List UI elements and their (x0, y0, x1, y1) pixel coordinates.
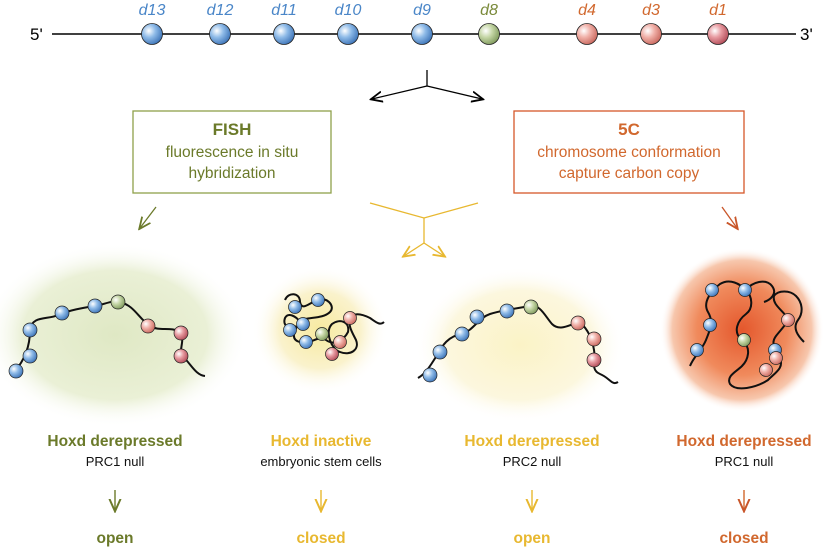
panel-subtitle: PRC1 null (715, 454, 774, 469)
gene-label-d4: d4 (578, 2, 596, 19)
panel-halo (415, 267, 625, 423)
hoxd-locus: 5' 3' d13 d12 d11 d10 d9 d8 d4 d3 d1 (30, 2, 813, 45)
gene-label-d13: d13 (139, 2, 166, 19)
panel-fish-prc2 (415, 267, 625, 423)
panel-es-cells (252, 266, 388, 394)
panel-title: Hoxd derepressed (464, 433, 599, 450)
panel-5c-prc1 (660, 248, 824, 412)
panel-subtitle: PRC1 null (86, 454, 145, 469)
fish-arrow (140, 206, 157, 228)
gene-bead-d9 (411, 23, 433, 45)
gene-bead-d12 (209, 23, 231, 45)
gene-bead-d13 (141, 23, 163, 45)
gene-bead-d1 (707, 23, 729, 45)
fish-box: FISH fluorescence in situ hybridization (132, 110, 332, 194)
gene-bead-d3 (640, 23, 662, 45)
panel-state: open (96, 530, 133, 547)
panel-title: Hoxd derepressed (47, 433, 182, 450)
gene-bead-d4 (576, 23, 598, 45)
panel-state: open (513, 530, 550, 547)
gene-bead-d11 (273, 23, 295, 45)
panel-halo (660, 248, 824, 412)
five-prime-label: 5' (30, 25, 43, 44)
three-prime-label: 3' (800, 25, 813, 44)
fivec-line1: chromosome conformation (537, 144, 721, 161)
fish-line1: fluorescence in situ (166, 144, 299, 161)
gene-bead-d10 (337, 23, 359, 45)
fivec-title: 5C (618, 120, 640, 139)
panel-halo (0, 243, 247, 427)
center-yellow-arrows (369, 202, 479, 256)
gene-label-d9: d9 (413, 2, 431, 19)
panel-state: closed (296, 530, 345, 547)
fivec-arrow (721, 206, 737, 228)
panel-subtitle: embryonic stem cells (260, 454, 382, 469)
gene-label-d12: d12 (207, 2, 234, 19)
gene-label-d10: d10 (335, 2, 362, 19)
gene-label-d1: d1 (709, 2, 727, 19)
gene-label-d8: d8 (480, 2, 498, 19)
panel-title: Hoxd inactive (271, 433, 372, 450)
method-split-arrows (372, 70, 482, 99)
panel-subtitle: PRC2 null (503, 454, 562, 469)
fish-line2: hybridization (188, 165, 275, 182)
gene-bead-d8 (478, 23, 500, 45)
panel-title: Hoxd derepressed (676, 433, 811, 450)
panel-fish-prc1 (0, 243, 247, 427)
gene-label-d3: d3 (642, 2, 660, 19)
gene-label-d11: d11 (271, 2, 297, 19)
panel-state: closed (719, 530, 768, 547)
fish-title: FISH (213, 120, 252, 139)
gene-beads: d13 d12 d11 d10 d9 d8 d4 d3 d1 (139, 2, 729, 45)
fivec-box: 5C chromosome conformation capture carbo… (513, 110, 745, 194)
fivec-line2: capture carbon copy (559, 165, 700, 182)
